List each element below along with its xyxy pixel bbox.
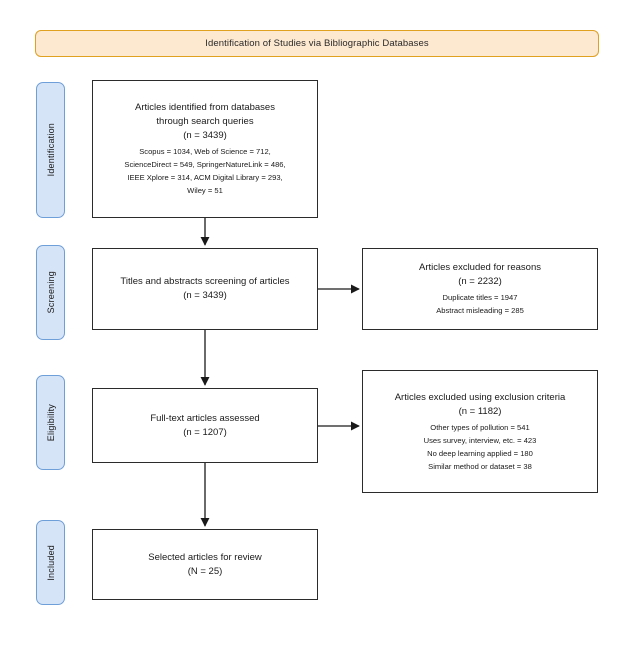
- identified-detail: IEEE Xplore = 314, ACM Digital Library =…: [127, 173, 283, 182]
- box-articles-excluded-reasons: Articles excluded for reasons (n = 2232)…: [362, 248, 598, 330]
- identified-detail: Scopus = 1034, Web of Science = 712,: [139, 147, 271, 156]
- identified-detail: Wiley = 51: [187, 186, 223, 195]
- identified-line2: through search queries: [156, 116, 254, 127]
- excluded-criteria-count: (n = 1182): [458, 405, 502, 417]
- excluded-reasons-detail: Abstract misleading = 285: [436, 306, 524, 315]
- excluded-reasons-line1: Articles excluded for reasons: [419, 262, 541, 273]
- screening-count: (n = 3439): [183, 290, 227, 301]
- excluded-criteria-detail: Other types of pollution = 541: [430, 422, 530, 432]
- stage-label-eligibility: Eligibility: [45, 403, 56, 442]
- screening-line1: Titles and abstracts screening of articl…: [120, 276, 290, 287]
- excluded-criteria-detail: Similar method or dataset = 38: [428, 461, 532, 471]
- excluded-reasons-count: (n = 2232): [458, 276, 502, 287]
- box-titles-abstracts-screening: Titles and abstracts screening of articl…: [92, 248, 318, 330]
- fulltext-line1: Full-text articles assessed: [150, 412, 260, 424]
- box-articles-identified: Articles identified from databases throu…: [92, 80, 318, 218]
- stage-tab-identification: Identification: [36, 82, 65, 218]
- identified-detail: ScienceDirect = 549, SpringerNatureLink …: [124, 160, 286, 169]
- stage-tab-screening: Screening: [36, 245, 65, 340]
- fulltext-count: (n = 1207): [183, 426, 227, 438]
- included-line1: Selected articles for review: [148, 551, 262, 563]
- stage-tab-included: Included: [36, 520, 65, 605]
- box-selected-articles-review: Selected articles for review (N = 25): [92, 529, 318, 600]
- stage-label-identification: Identification: [45, 123, 56, 177]
- excluded-reasons-detail: Duplicate titles = 1947: [442, 293, 518, 302]
- box-articles-excluded-criteria: Articles excluded using exclusion criter…: [362, 370, 598, 493]
- excluded-criteria-line1: Articles excluded using exclusion criter…: [394, 391, 566, 403]
- stage-label-screening: Screening: [45, 271, 56, 314]
- identified-count: (n = 3439): [183, 130, 227, 141]
- identified-line1: Articles identified from databases: [135, 102, 275, 113]
- box-fulltext-assessed: Full-text articles assessed (n = 1207): [92, 388, 318, 463]
- included-count: (N = 25): [187, 565, 223, 577]
- stage-tab-eligibility: Eligibility: [36, 375, 65, 470]
- excluded-criteria-detail: No deep learning applied = 180: [427, 448, 533, 458]
- diagram-title: Identification of Studies via Bibliograp…: [205, 38, 429, 49]
- stage-label-included: Included: [45, 544, 56, 581]
- excluded-criteria-detail: Uses survey, interview, etc. = 423: [423, 435, 537, 445]
- diagram-header-banner: Identification of Studies via Bibliograp…: [35, 30, 599, 57]
